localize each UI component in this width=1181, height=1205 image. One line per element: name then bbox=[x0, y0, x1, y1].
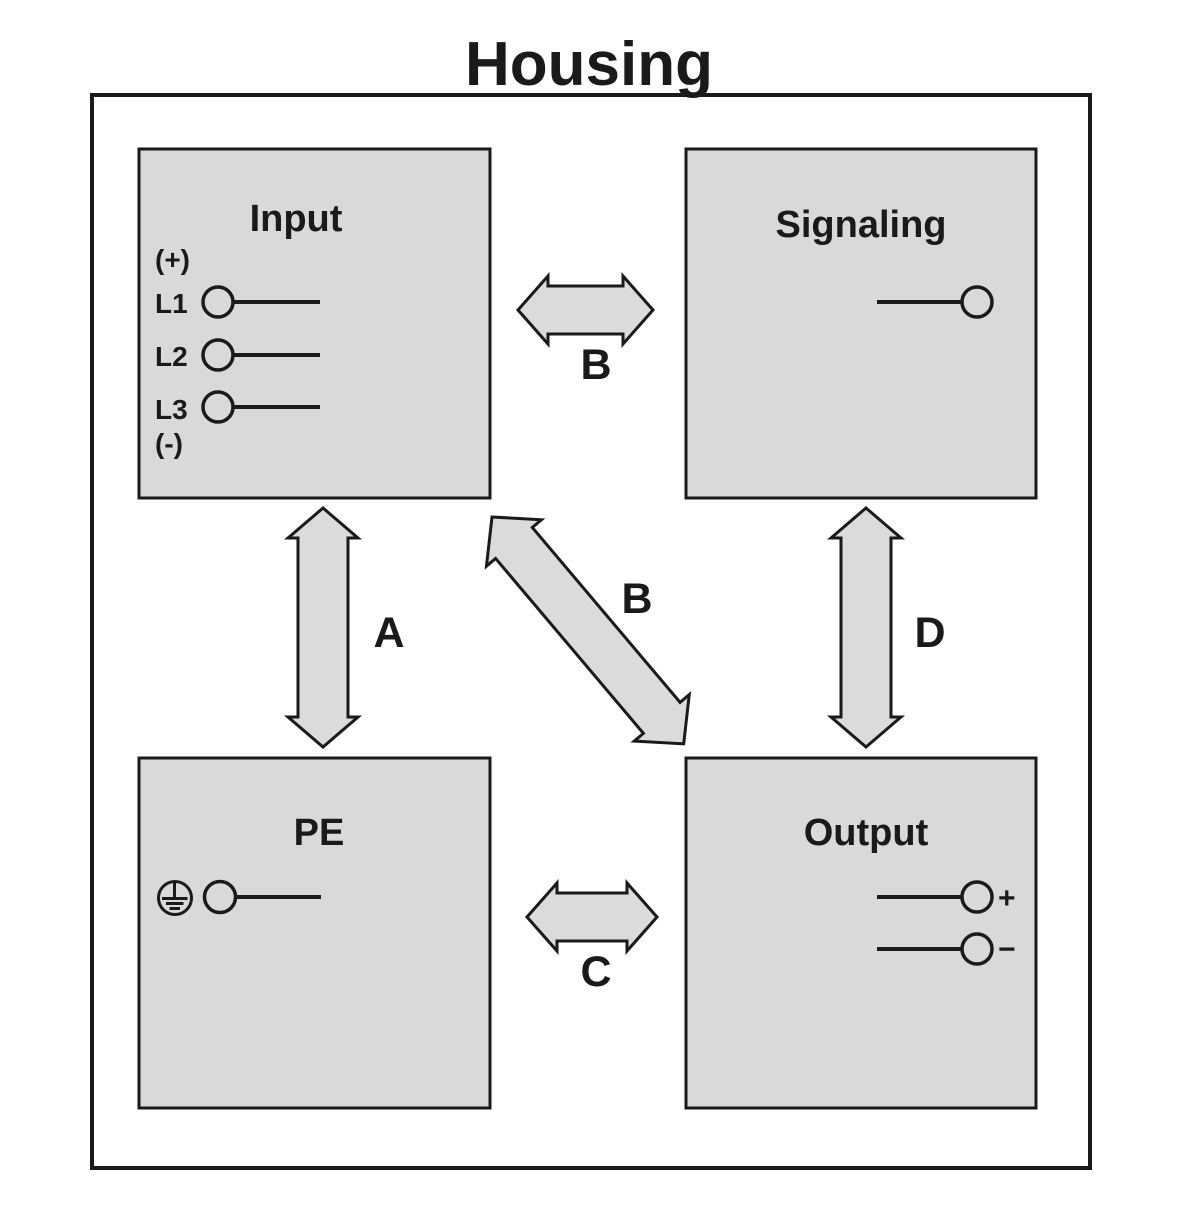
housing-outline bbox=[90, 93, 1092, 1170]
pe-box bbox=[137, 756, 492, 1110]
arrow-a-icon bbox=[283, 506, 363, 749]
input-terminal-plus-label: (+) bbox=[155, 244, 190, 275]
signaling-title: Signaling bbox=[776, 204, 947, 246]
arrow-d-label: D bbox=[914, 609, 945, 657]
arrow-d-icon bbox=[826, 506, 906, 749]
input-terminal-l1-circle-icon bbox=[201, 285, 235, 319]
output-title: Output bbox=[804, 812, 929, 854]
arrow-b-diagonal-label: B bbox=[621, 575, 652, 623]
pe-block: PE bbox=[137, 756, 492, 1110]
input-block: Input (+) L1 L2 L3 (-) bbox=[137, 147, 492, 500]
output-block: Output + − bbox=[684, 756, 1038, 1110]
protective-earth-icon bbox=[157, 880, 193, 916]
pe-terminal-circle-icon bbox=[202, 879, 238, 915]
output-terminal-minus-circle-icon bbox=[960, 932, 994, 966]
pe-title: PE bbox=[294, 812, 345, 854]
input-box bbox=[137, 147, 492, 500]
output-box bbox=[684, 756, 1038, 1110]
diagram-title: Housing bbox=[465, 30, 713, 99]
input-terminal-minus-label: (-) bbox=[155, 428, 183, 459]
arrow-a-label: A bbox=[373, 609, 404, 657]
output-terminal-minus-label: − bbox=[998, 933, 1016, 966]
input-terminal-l1-label: L1 bbox=[155, 288, 188, 319]
arrow-c-icon bbox=[524, 879, 660, 955]
input-terminal-l2-label: L2 bbox=[155, 341, 188, 372]
signaling-block: Signaling bbox=[684, 147, 1038, 500]
input-terminal-l2-circle-icon bbox=[201, 338, 235, 372]
output-terminal-plus-circle-icon bbox=[960, 880, 994, 914]
arrow-b-diagonal-icon bbox=[484, 515, 692, 746]
input-title: Input bbox=[250, 198, 343, 240]
signaling-terminal-circle-icon bbox=[960, 285, 994, 319]
arrow-b-top-label: B bbox=[580, 341, 611, 389]
arrow-c-label: C bbox=[580, 948, 611, 996]
output-terminal-plus-label: + bbox=[998, 882, 1016, 915]
signaling-box bbox=[684, 147, 1038, 500]
arrow-b-top-icon bbox=[515, 272, 656, 348]
input-terminal-l3-circle-icon bbox=[201, 390, 235, 424]
input-terminal-l3-label: L3 bbox=[155, 394, 188, 425]
